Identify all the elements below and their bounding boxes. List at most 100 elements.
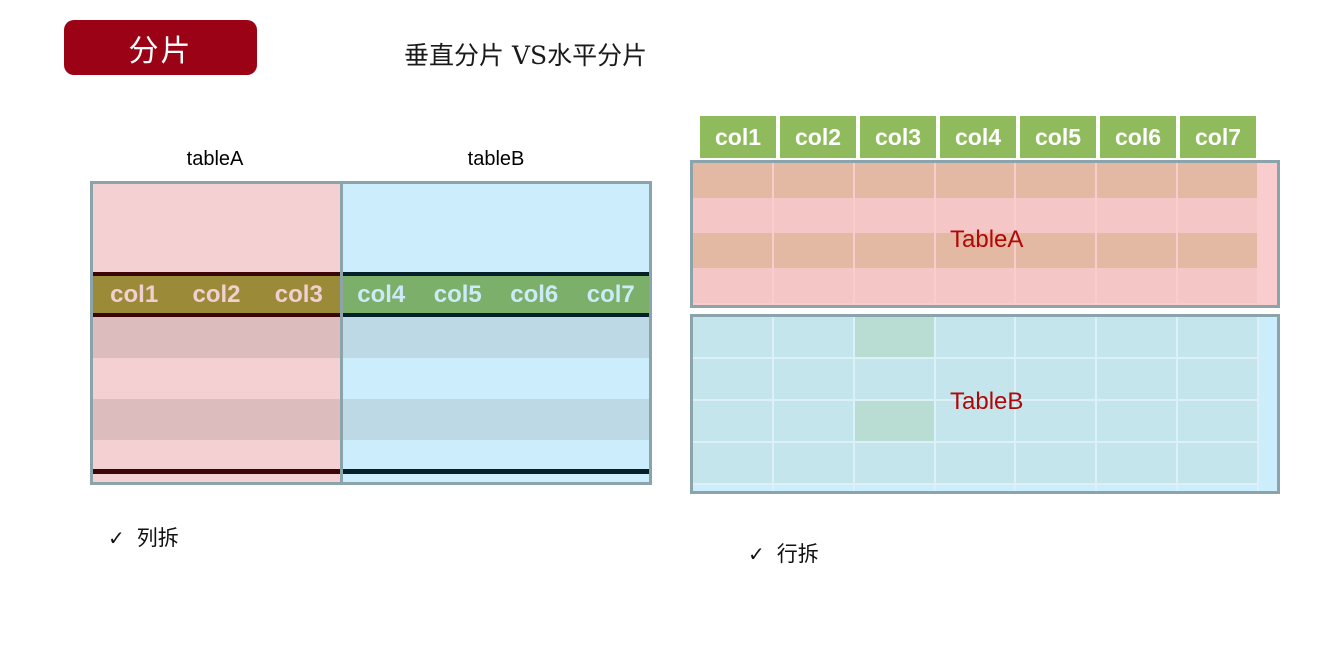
grid-column	[1016, 163, 1098, 305]
column-header-col3: col3	[860, 116, 936, 158]
table-cell	[854, 198, 934, 233]
table-cell	[1016, 268, 1096, 303]
grid-column	[1097, 317, 1179, 491]
table-cell	[854, 443, 934, 485]
table-cell	[935, 268, 1015, 303]
column-label-col6: col6	[510, 280, 559, 308]
table-cell	[1016, 401, 1096, 443]
table-a-column-header: col1 col2 col3	[93, 272, 340, 317]
horizontal-table-b-grid	[693, 317, 1260, 491]
table-cell	[773, 401, 853, 443]
table-row	[343, 358, 649, 399]
horizontal-sharding-note: ✓ 行拆	[748, 538, 819, 568]
table-cell-highlighted	[854, 401, 934, 443]
horizontal-table-a	[690, 160, 1280, 308]
check-icon: ✓	[748, 542, 765, 566]
column-label-col5: col5	[433, 280, 482, 308]
column-label-col2: col2	[192, 280, 241, 308]
table-a-top-block	[93, 184, 340, 272]
column-header-col5: col5	[1020, 116, 1096, 158]
table-cell	[935, 401, 1015, 443]
grid-column-highlighted	[854, 317, 936, 491]
grid-column	[1016, 317, 1098, 491]
table-cell	[1097, 198, 1177, 233]
check-icon: ✓	[108, 526, 125, 550]
table-cell	[1097, 317, 1177, 359]
column-header-col7: col7	[1180, 116, 1256, 158]
table-row	[93, 317, 340, 358]
table-cell	[1097, 268, 1177, 303]
vertical-sharding-captions: tableA tableB	[90, 148, 652, 176]
table-row	[343, 399, 649, 440]
table-cell	[854, 163, 934, 198]
grid-column	[935, 317, 1017, 491]
table-cell	[935, 233, 1015, 268]
vertical-sharding-note: ✓ 列拆	[108, 522, 179, 552]
grid-column	[773, 163, 855, 305]
vertical-table-a: col1 col2 col3	[93, 184, 340, 482]
table-cell	[854, 359, 934, 401]
table-cell	[1178, 317, 1258, 359]
table-cell	[1178, 233, 1258, 268]
vertical-table-b: col4 col5 col6 col7	[340, 184, 649, 482]
grid-column	[1178, 163, 1260, 305]
table-b-column-header: col4 col5 col6 col7	[343, 272, 649, 317]
vertical-sharding-diagram: col1 col2 col3 col4 col5 col6 col7	[90, 181, 652, 485]
table-cell	[773, 163, 853, 198]
table-cell	[1097, 359, 1177, 401]
table-cell	[1097, 401, 1177, 443]
table-cell	[1178, 163, 1258, 198]
table-b-rows	[343, 317, 649, 482]
table-cell-highlighted	[854, 317, 934, 359]
vertical-sharding-note-label: 列拆	[136, 526, 179, 550]
table-cell	[693, 401, 772, 443]
horizontal-table-b-label: TableB	[950, 388, 1024, 415]
column-label-col7: col7	[586, 280, 635, 308]
table-cell	[854, 268, 934, 303]
table-cell	[1016, 163, 1096, 198]
table-b-caption: tableB	[467, 148, 525, 170]
column-header-col2: col2	[780, 116, 856, 158]
column-label-col4: col4	[357, 280, 406, 308]
table-cell	[1178, 443, 1258, 485]
table-cell	[1178, 198, 1258, 233]
horizontal-table-a-grid	[693, 163, 1260, 305]
horizontal-table-a-label: TableA	[950, 226, 1024, 253]
grid-column	[935, 163, 1017, 305]
grid-column	[1097, 163, 1179, 305]
table-row	[93, 358, 340, 399]
table-cell	[693, 198, 772, 233]
table-cell	[854, 233, 934, 268]
table-a-caption: tableA	[186, 148, 244, 170]
table-cell	[935, 443, 1015, 485]
table-row	[343, 440, 649, 481]
column-label-col1: col1	[110, 280, 159, 308]
table-cell	[935, 317, 1015, 359]
table-row	[93, 399, 340, 440]
table-cell	[693, 233, 772, 268]
table-cell	[1016, 359, 1096, 401]
table-cell	[1016, 317, 1096, 359]
table-cell	[935, 163, 1015, 198]
table-cell	[1178, 359, 1258, 401]
column-label-col3: col3	[274, 280, 323, 308]
table-b-bottom-rule	[343, 469, 649, 474]
table-cell	[1016, 443, 1096, 485]
table-cell	[693, 268, 772, 303]
table-cell	[773, 268, 853, 303]
table-b-top-block	[343, 184, 649, 272]
grid-column	[854, 163, 936, 305]
table-cell	[773, 359, 853, 401]
table-cell	[1097, 443, 1177, 485]
table-cell	[1097, 163, 1177, 198]
grid-column	[693, 317, 774, 491]
column-header-col1: col1	[700, 116, 776, 158]
table-cell	[773, 317, 853, 359]
grid-column	[773, 317, 855, 491]
horizontal-sharding-note-label: 行拆	[776, 542, 819, 566]
table-cell	[693, 359, 772, 401]
table-cell	[1016, 198, 1096, 233]
horizontal-column-header: col1 col2 col3 col4 col5 col6 col7	[700, 116, 1256, 158]
table-row	[343, 317, 649, 358]
